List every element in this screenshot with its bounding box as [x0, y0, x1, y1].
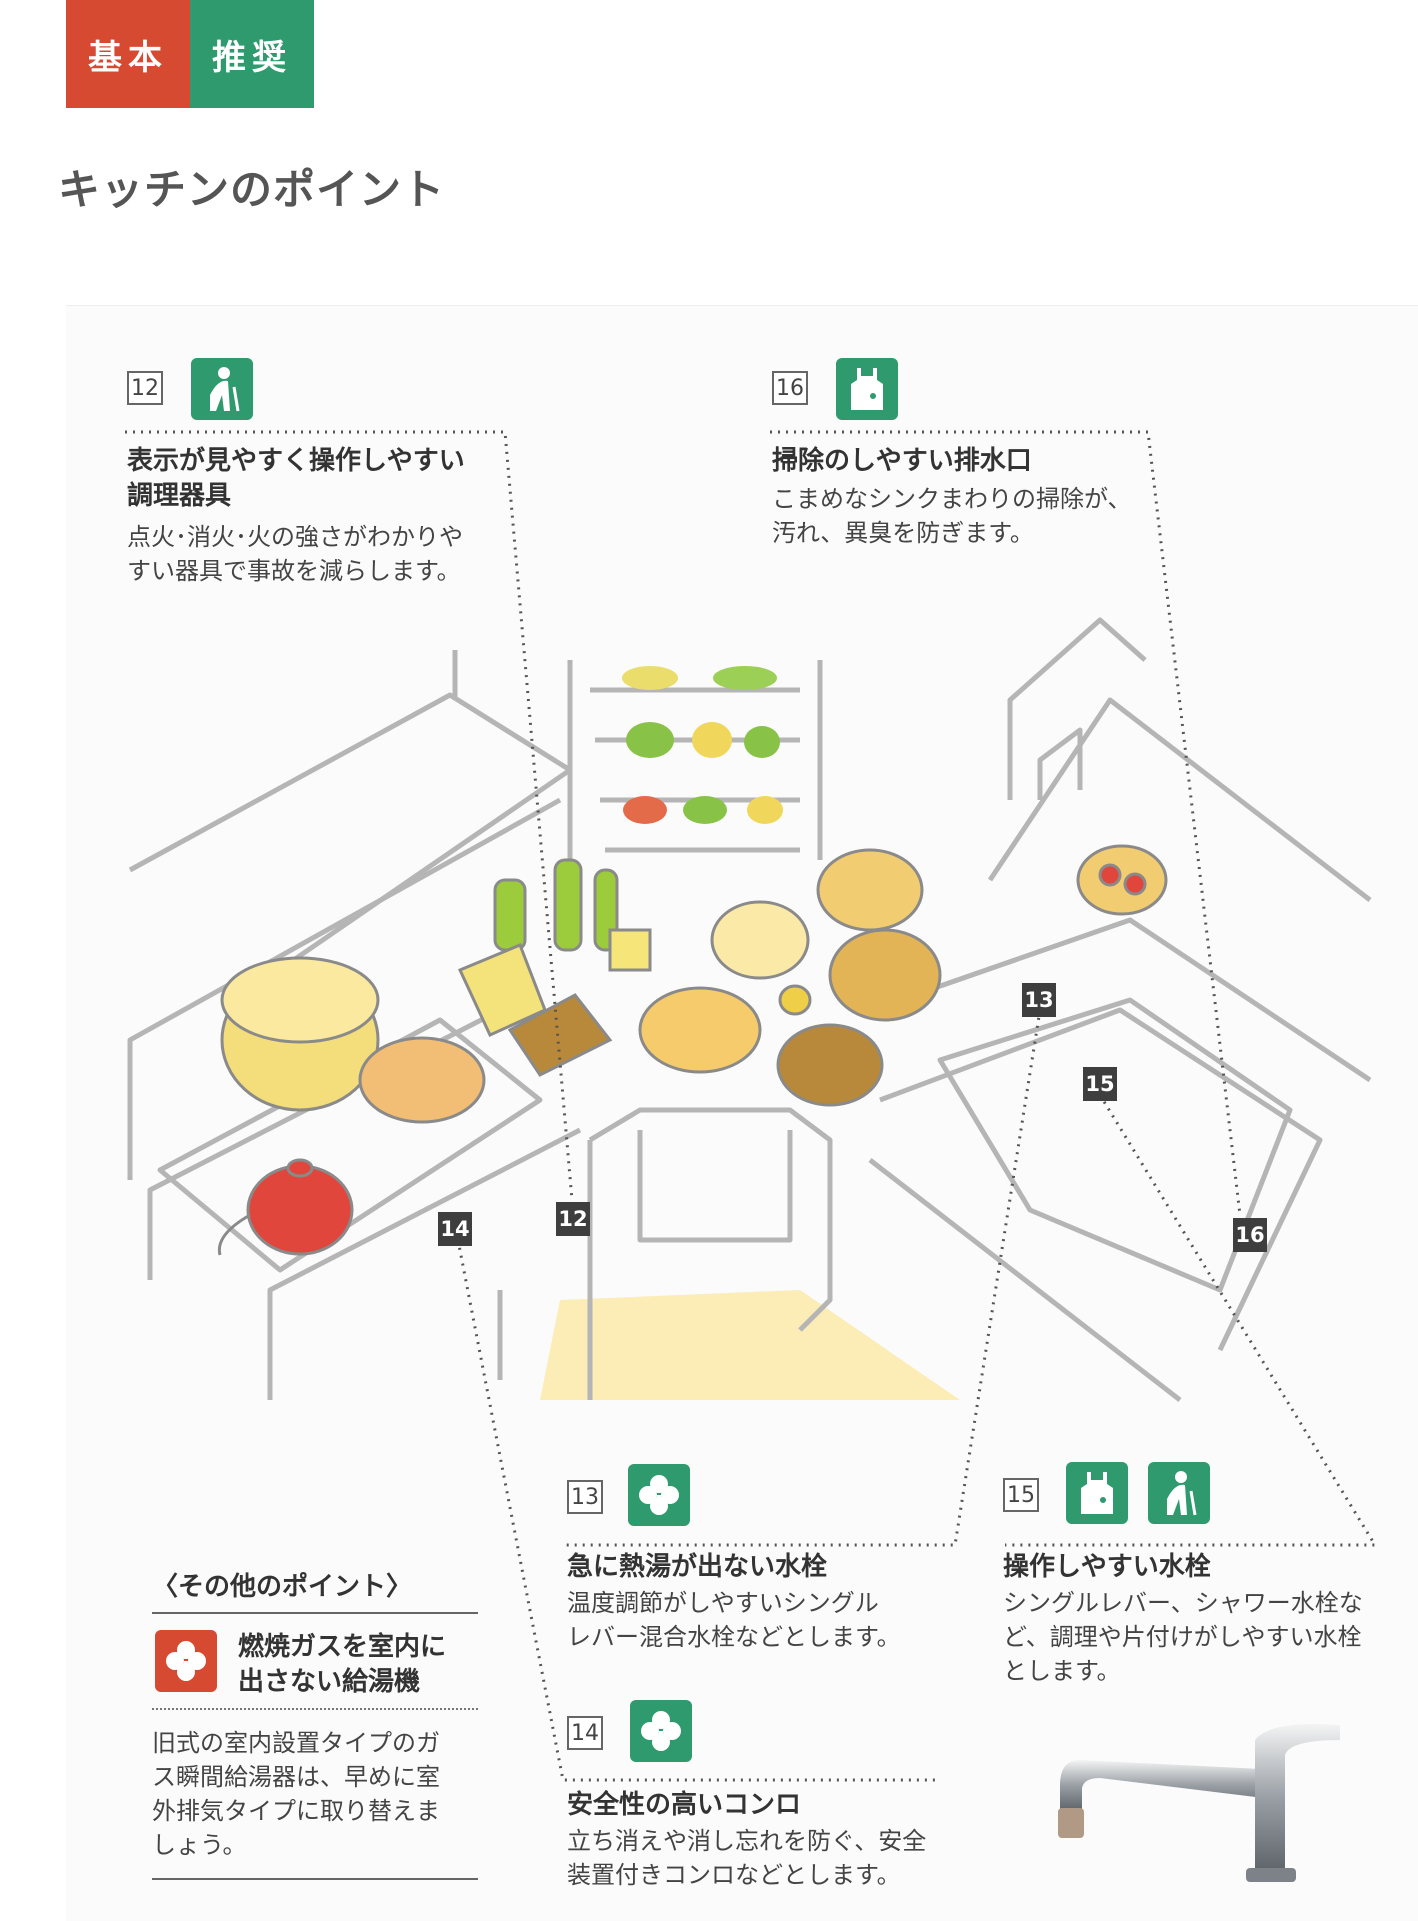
category-badges: 基本 推奨	[66, 0, 314, 108]
page-title: キッチンのポイント	[58, 165, 446, 214]
divider	[152, 1708, 478, 1710]
point-body: 立ち消えや消し忘れを防ぐ、安全装置付きコンロなどとします。	[567, 1827, 927, 1889]
illustration-marker: 14	[438, 1212, 472, 1246]
other-points-heading: 燃焼ガスを室内に出さない給湯機	[238, 1632, 447, 1697]
point-number: 13	[567, 1480, 603, 1514]
illustration-marker: 12	[556, 1202, 590, 1236]
point-heading: 表示が見やすく操作しやすい調理器具	[127, 446, 465, 511]
apron-icon	[1066, 1462, 1128, 1524]
clover-icon	[630, 1700, 692, 1762]
content-panel	[66, 305, 1418, 1921]
point-number: 16	[772, 371, 808, 405]
point-heading: 掃除のしやすい排水口	[772, 446, 1032, 476]
other-points-body: 旧式の室内設置タイプのガス瞬間給湯器は、早めに室 外排気タイプに取り替えましょう…	[152, 1729, 440, 1859]
apron-icon	[836, 358, 898, 420]
point-number: 15	[1003, 1478, 1039, 1512]
faucet-illustration	[1058, 1724, 1340, 1882]
illustration-marker: 16	[1233, 1218, 1267, 1252]
point-heading: 安全性の高いコンロ	[567, 1790, 802, 1820]
point-heading: 急に熱湯が出ない水栓	[567, 1552, 828, 1582]
point-body: 温度調節がしやすいシングルレバー混合水栓などとします。	[567, 1589, 901, 1651]
clover-icon	[628, 1464, 690, 1526]
divider	[152, 1878, 478, 1880]
point-number: 14	[567, 1716, 603, 1750]
illustration-marker: 13	[1022, 983, 1056, 1017]
badge-basic: 基本	[66, 0, 190, 108]
badge-recommended: 推奨	[190, 0, 314, 108]
illustration-marker: 15	[1083, 1067, 1117, 1101]
other-points-title: 〈その他のポイント〉	[152, 1572, 413, 1602]
elderly-person-icon	[1148, 1462, 1210, 1524]
point-body: こまめなシンクまわりの掃除が、汚れ、異臭を防ぎます。	[772, 485, 1132, 547]
point-number: 12	[127, 371, 163, 405]
divider	[152, 1612, 478, 1614]
clover-icon	[155, 1630, 217, 1692]
point-heading: 操作しやすい水栓	[1003, 1552, 1211, 1582]
point-body: 点火･消火･火の強さがわかりやすい器具で事故を減らします。	[127, 523, 463, 585]
point-body: シングルレバー、シャワー水栓など、調理や片付けがしやすい水栓とします。	[1003, 1589, 1363, 1685]
elderly-person-icon	[191, 358, 253, 420]
